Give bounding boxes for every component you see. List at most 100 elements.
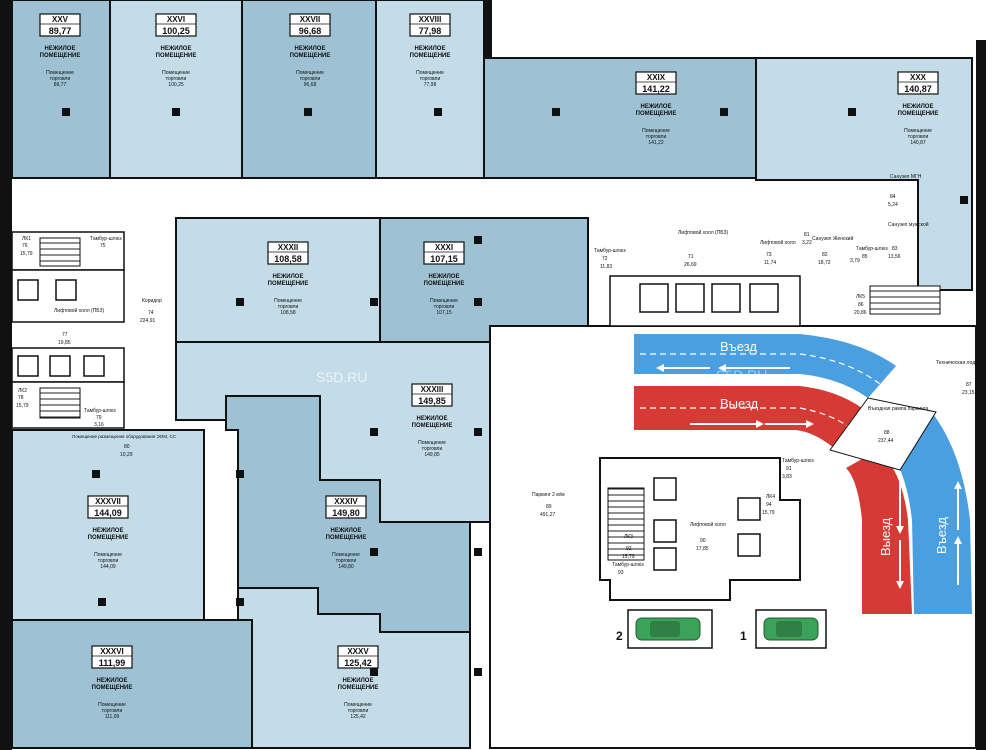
parking-spot-1[interactable]: [755, 609, 827, 649]
unit-value: 96,68: [304, 82, 317, 88]
core-bottom: [599, 457, 801, 601]
room-lk4: ЛК4: [766, 494, 775, 500]
unit-title: ПОМЕЩЕНИЕ: [412, 423, 453, 429]
unit-label-box: [155, 13, 197, 37]
mid-core: [609, 275, 941, 327]
room-tambur-left-bottom-area: 3,16: [94, 422, 104, 428]
room-lk2-num: 78: [18, 395, 24, 401]
room-lk3-area: 15,79: [622, 554, 635, 560]
unit-xxxvii[interactable]: [11, 429, 205, 621]
room-tambur-left-bottom: Тамбур-шлюз: [84, 408, 116, 414]
unit-subtitle: Помещение: [416, 70, 444, 76]
ramp-exit-top[interactable]: [634, 386, 862, 448]
room-ramp-area: 237,44: [878, 438, 894, 444]
unit-label-xxxiii: XXXIII149,85НЕЖИЛОЕПОМЕЩЕНИЕПомещениетор…: [411, 383, 453, 458]
room-san-men-num: 83: [892, 246, 898, 252]
unit-title: НЕЖИЛОЕ: [429, 274, 460, 280]
unit-area: 144,09: [94, 508, 122, 518]
lift-icon: [17, 279, 39, 301]
room-lift-left-num: 77: [62, 332, 68, 338]
unit-value: 100,25: [168, 82, 184, 88]
room-lift-mid-area: 26,69: [684, 262, 697, 268]
unit-label-box: [289, 13, 331, 37]
lift-icon: [737, 533, 761, 557]
unit-subtitle: Помещение: [904, 128, 932, 134]
unit-title: НЕЖИЛОЕ: [331, 528, 362, 534]
room-lk5-num: 86: [858, 302, 864, 308]
unit-number: XXXV: [347, 647, 369, 656]
unit-xxix[interactable]: [483, 57, 757, 179]
unit-subtitle: торговли: [102, 708, 123, 714]
unit-xxxi[interactable]: [379, 217, 589, 343]
unit-label-xxxiv: XXXIV149,80НЕЖИЛОЕПОМЕЩЕНИЕПомещениеторг…: [325, 495, 367, 570]
unit-number: XXX: [910, 73, 927, 82]
unit-label-box: [411, 383, 453, 407]
lift-icon: [675, 283, 705, 313]
unit-number: XXXVI: [100, 647, 124, 656]
unit-area: 149,85: [418, 396, 446, 406]
columns: [62, 108, 968, 676]
room-ramp: Въездная рампа паркинга: [868, 406, 928, 412]
unit-label-xxix: XXIX141,22НЕЖИЛОЕПОМЕЩЕНИЕПомещениеторго…: [635, 71, 677, 146]
unit-label-box: [635, 71, 677, 95]
room-tambur-93: Тамбур-шлюз: [612, 562, 644, 568]
unit-subtitle: Помещение: [344, 702, 372, 708]
unit-value: 140,87: [910, 140, 926, 146]
room-lk3: ЛК3: [624, 534, 633, 540]
room-lift-left-area: 19,85: [58, 340, 71, 346]
ramp-entry-side[interactable]: [886, 410, 972, 614]
unit-area: 125,42: [344, 658, 372, 668]
unit-subtitle: торговли: [420, 76, 441, 82]
arrow-icon: [656, 364, 962, 589]
unit-subtitle: Помещение: [46, 70, 74, 76]
unit-label-xxvi: XXVI100,25НЕЖИЛОЕПОМЕЩЕНИЕПомещениеторго…: [155, 13, 197, 88]
unit-subtitle: торговли: [300, 76, 321, 82]
room-lk3-num: 92: [626, 546, 632, 552]
unit-label-box: [91, 645, 133, 669]
room-tambur-mid: Тамбур-шлюз: [594, 248, 626, 254]
unit-title: НЕЖИЛОЕ: [273, 274, 304, 280]
room-82-area: 18,72: [818, 260, 831, 266]
unit-value: 149,85: [424, 452, 440, 458]
room-lift-90-num: 90: [700, 538, 706, 544]
ramp-entry-top[interactable]: [634, 334, 896, 398]
ramp-exit-side[interactable]: [846, 450, 912, 614]
unit-xxxvi[interactable]: [11, 619, 253, 749]
unit-area: 149,80: [332, 508, 360, 518]
unit-label-xxxvi: XXXVI111,99НЕЖИЛОЕПОМЕЩЕНИЕПомещениеторг…: [91, 645, 133, 720]
unit-xxxii[interactable]: [175, 217, 381, 343]
unit-subtitle: торговли: [166, 76, 187, 82]
ramp-label-exit-side: Выезд: [878, 517, 893, 556]
room-corridor-num: 74: [148, 310, 154, 316]
wall: [484, 0, 492, 58]
room-san-women: Санузел Женский: [812, 235, 853, 242]
unit-label-xxxi: XXXI107,15НЕЖИЛОЕПОМЕЩЕНИЕПомещениеторго…: [423, 241, 465, 316]
unit-subtitle: торговли: [646, 134, 667, 140]
room-san-mgn-num: 84: [890, 194, 896, 200]
room-tambur-91-area: 3,83: [782, 474, 792, 480]
room-labels: ЛК1 76 15,79 Тамбур-шлюз 75 Лифтовой хол…: [16, 174, 984, 576]
room-san-mgn: Санузел МГН: [890, 174, 922, 180]
unit-label-box: [39, 13, 81, 37]
unit-subtitle: Помещение: [642, 128, 670, 134]
unit-value: 141,22: [648, 140, 664, 146]
parking-spot-2[interactable]: [627, 609, 713, 649]
room-tambur-left-bottom-num: 79: [96, 415, 102, 421]
unit-area: 96,68: [299, 26, 322, 36]
left-core: [11, 231, 125, 429]
room-tech: Техническая лоджия: [936, 360, 984, 366]
unit-title: НЕЖИЛОЕ: [417, 416, 448, 422]
room-tambur-mid-num: 72: [602, 256, 608, 262]
unit-title: ПОМЕЩЕНИЕ: [636, 111, 677, 117]
unit-subtitle: Помещение: [332, 552, 360, 558]
wall: [976, 40, 986, 750]
unit-value: 125,42: [350, 714, 366, 720]
unit-area: 140,87: [904, 84, 932, 94]
room-lift-90: Лифтовой холл: [690, 521, 726, 528]
unit-label-xxxvii: XXXVII144,09НЕЖИЛОЕПОМЕЩЕНИЕПомещениетор…: [87, 495, 129, 570]
room-san-mgn-area: 5,24: [888, 202, 898, 208]
unit-subtitle: торговли: [336, 558, 357, 564]
car-icon: [635, 617, 701, 641]
unit-subtitle: Помещение: [274, 298, 302, 304]
unit-subtitle: Помещение: [98, 702, 126, 708]
